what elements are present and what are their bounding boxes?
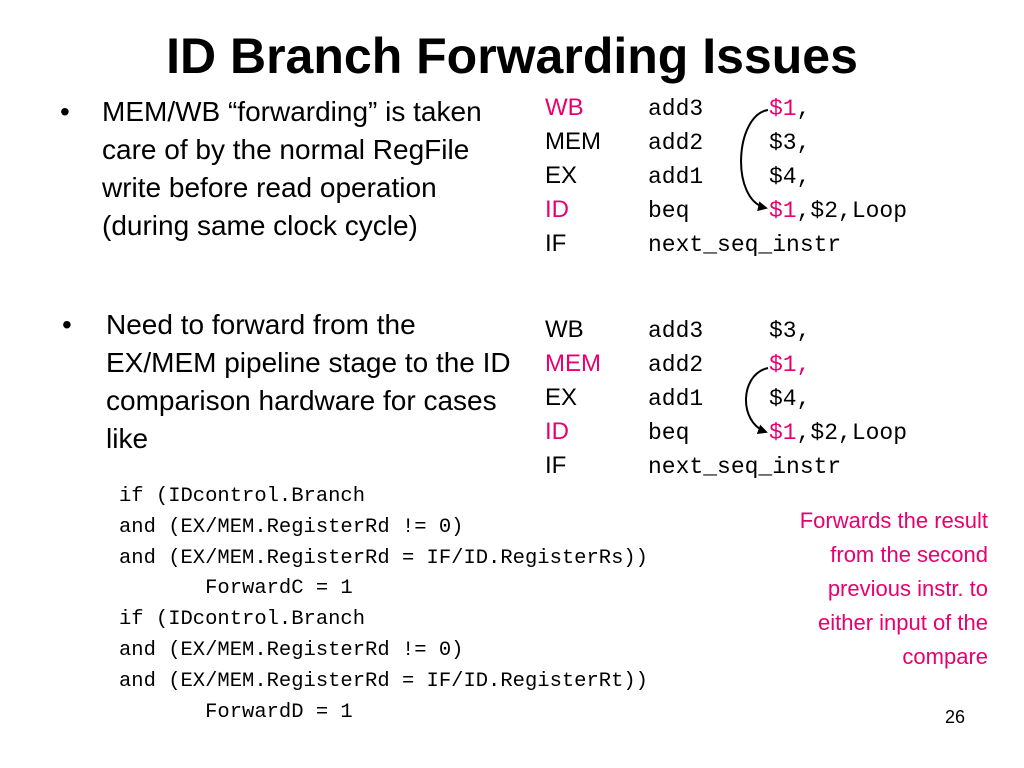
code-line: ForwardD = 1: [119, 700, 353, 724]
bullet-marker: •: [60, 96, 70, 127]
stage-label: IF: [545, 230, 567, 257]
operands: $1,: [769, 348, 810, 382]
instruction: add3: [648, 318, 704, 344]
operand-highlight: $1: [769, 96, 797, 122]
operand-first: $3: [769, 130, 797, 156]
operand-rest: ,: [796, 130, 811, 156]
instruction: beq: [648, 420, 690, 446]
operand-highlight: $1: [769, 198, 797, 224]
code-line: if (IDcontrol.Branch: [119, 608, 366, 632]
operands: $4,: [769, 382, 810, 416]
code-line: and (EX/MEM.RegisterRd = IF/ID.RegisterR…: [119, 546, 648, 570]
operands: $4,: [769, 160, 810, 194]
operands: $1,$2,Loop: [769, 194, 907, 228]
stage-label: WB: [545, 316, 584, 343]
bullet-text: MEM/WB “forwarding” is taken care of by …: [102, 96, 482, 241]
operand-rest: ,: [796, 318, 811, 344]
operands: $1,$2,Loop: [769, 416, 907, 450]
code-line: and (EX/MEM.RegisterRd = IF/ID.RegisterR…: [119, 669, 648, 693]
stage-label: EX: [545, 162, 578, 189]
instruction: next_seq_instr: [648, 232, 842, 258]
operand-rest: ,$2,Loop: [796, 198, 908, 224]
operand-rest: ,: [796, 386, 811, 412]
code-line: ForwardC = 1: [119, 577, 353, 601]
instruction: add1: [648, 386, 704, 412]
forward-arrow-wb-to-id: [740, 109, 769, 212]
operand-first: $4: [769, 164, 797, 190]
operands: $1,: [769, 92, 810, 126]
stage-label: ID: [545, 418, 569, 445]
instruction: beq: [648, 198, 690, 224]
slide-title: ID Branch Forwarding Issues: [166, 28, 858, 84]
stage-label: ID: [545, 196, 569, 223]
bullet-text: Need to forward from the EX/MEM pipeline…: [106, 309, 511, 454]
instruction: add3: [648, 96, 704, 122]
forward-arrow-mem-to-id: [745, 367, 769, 435]
stage-label: IF: [545, 452, 567, 479]
instruction: add2: [648, 130, 704, 156]
code-line: if (IDcontrol.Branch: [119, 485, 366, 508]
forwarding-code: if (IDcontrol.Branch and (EX/MEM.Registe…: [119, 482, 648, 728]
instruction: add2: [648, 352, 704, 378]
bullet-marker: •: [62, 309, 72, 340]
operands: $3,: [769, 126, 810, 160]
operands: $3,: [769, 314, 810, 348]
operand-highlight: $1: [769, 420, 797, 446]
page-number: 26: [944, 707, 965, 727]
code-line: and (EX/MEM.RegisterRd != 0): [119, 515, 464, 539]
stage-label: EX: [545, 384, 578, 411]
instruction: next_seq_instr: [648, 454, 842, 480]
instruction: add1: [648, 164, 704, 190]
stage-label: MEM: [545, 350, 601, 377]
operand-rest: ,: [796, 352, 811, 378]
operand-rest: ,$2,Loop: [796, 420, 908, 446]
operand-first: $3: [769, 318, 797, 344]
operand-rest: ,: [796, 96, 811, 122]
operand-rest: ,: [796, 164, 811, 190]
stage-label: WB: [545, 94, 584, 121]
operand-first: $4: [769, 386, 797, 412]
stage-label: MEM: [545, 128, 601, 155]
forwarding-note: Forwards the result from the second prev…: [799, 508, 988, 669]
operand-highlight: $1: [769, 352, 797, 378]
code-line: and (EX/MEM.RegisterRd != 0): [119, 638, 464, 662]
